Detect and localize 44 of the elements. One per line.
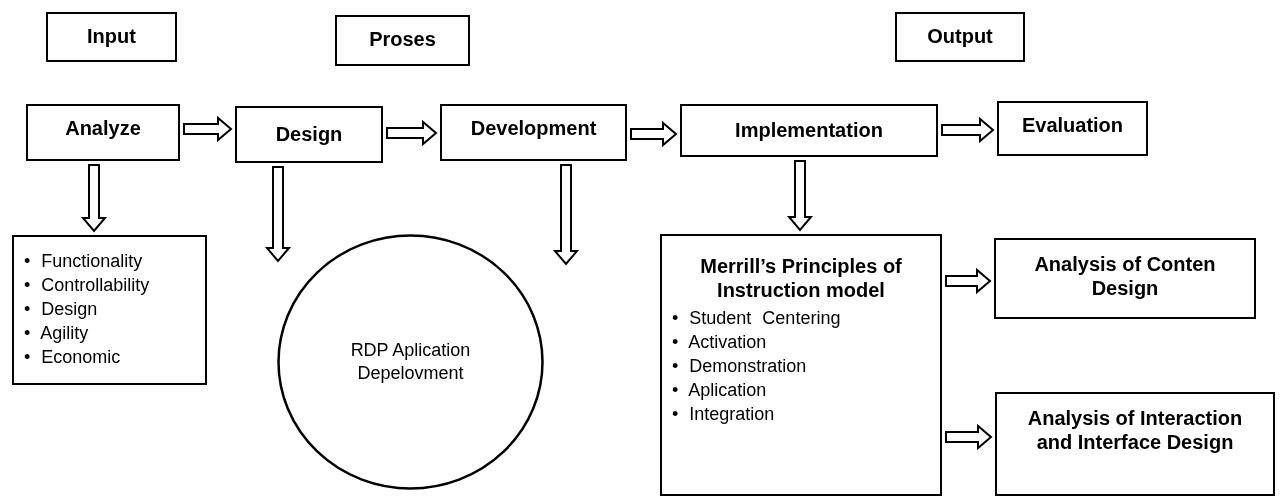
block-arrow: [183, 115, 233, 143]
process-box: [26, 104, 180, 161]
block-arrow: [941, 116, 995, 144]
block-arrow: [786, 160, 814, 232]
box-label: Analysis of Conten Design: [1033, 252, 1217, 300]
process-box: [46, 12, 177, 62]
block-arrow: [945, 423, 993, 451]
box-label: Proses: [368, 27, 437, 51]
process-box: [895, 12, 1025, 62]
box-label: Input: [86, 24, 137, 48]
process-box: [235, 106, 383, 163]
node-text: RDP Aplication Depelovment: [349, 339, 472, 385]
process-box: [995, 392, 1275, 496]
block-arrow: [264, 166, 292, 263]
list-item: • Aplication: [672, 379, 768, 402]
list-box: [12, 235, 207, 385]
process-box: [440, 104, 627, 161]
block-arrow: [386, 119, 438, 147]
block-arrow: [552, 164, 580, 266]
list-item: • Agility: [24, 322, 90, 345]
list-item: • Activation: [672, 331, 768, 354]
process-box: [335, 15, 470, 66]
list-item: • Economic: [24, 346, 122, 369]
box-label: Analysis of Interaction and Interface Design: [1026, 406, 1244, 454]
process-box: [680, 104, 938, 157]
box-label: Output: [926, 24, 994, 48]
process-box: [997, 101, 1148, 156]
list-item: • Student Centering: [672, 307, 842, 330]
box-label: Development: [469, 116, 598, 140]
process-box: [660, 234, 942, 496]
list-item: • Demonstration: [672, 355, 808, 378]
block-arrow: [630, 120, 678, 148]
process-box: [994, 238, 1256, 319]
box-label: Design: [274, 122, 344, 146]
block-arrow: [945, 267, 992, 295]
list-item: • Controllability: [24, 274, 151, 297]
box-label: Implementation: [734, 118, 884, 142]
list-item: • Functionality: [24, 250, 144, 273]
list-item: • Design: [24, 298, 99, 321]
block-arrow: [80, 164, 108, 233]
box-label: Evaluation: [1020, 113, 1125, 137]
list-item: • Integration: [672, 403, 776, 426]
box-label: Analyze: [64, 116, 142, 140]
box-heading: Merrill’s Principles of Instruction model: [699, 254, 903, 302]
